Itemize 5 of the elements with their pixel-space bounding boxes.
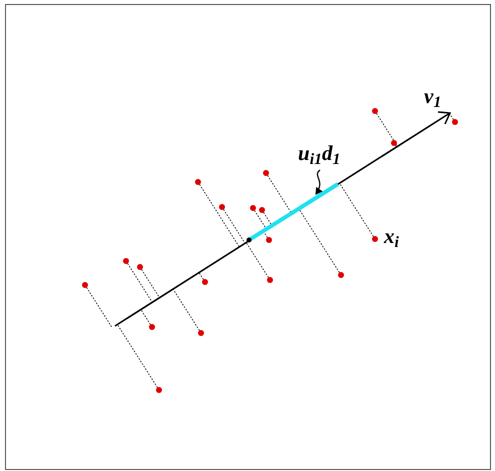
math-label: u$_{i1}$d$_{1}$: [298, 141, 340, 165]
math-label: v$_{1}$: [424, 86, 442, 107]
leader-line: [315, 170, 323, 195]
math-label: x$_{i}$: [384, 226, 399, 247]
projection-segment: [248, 182, 340, 242]
